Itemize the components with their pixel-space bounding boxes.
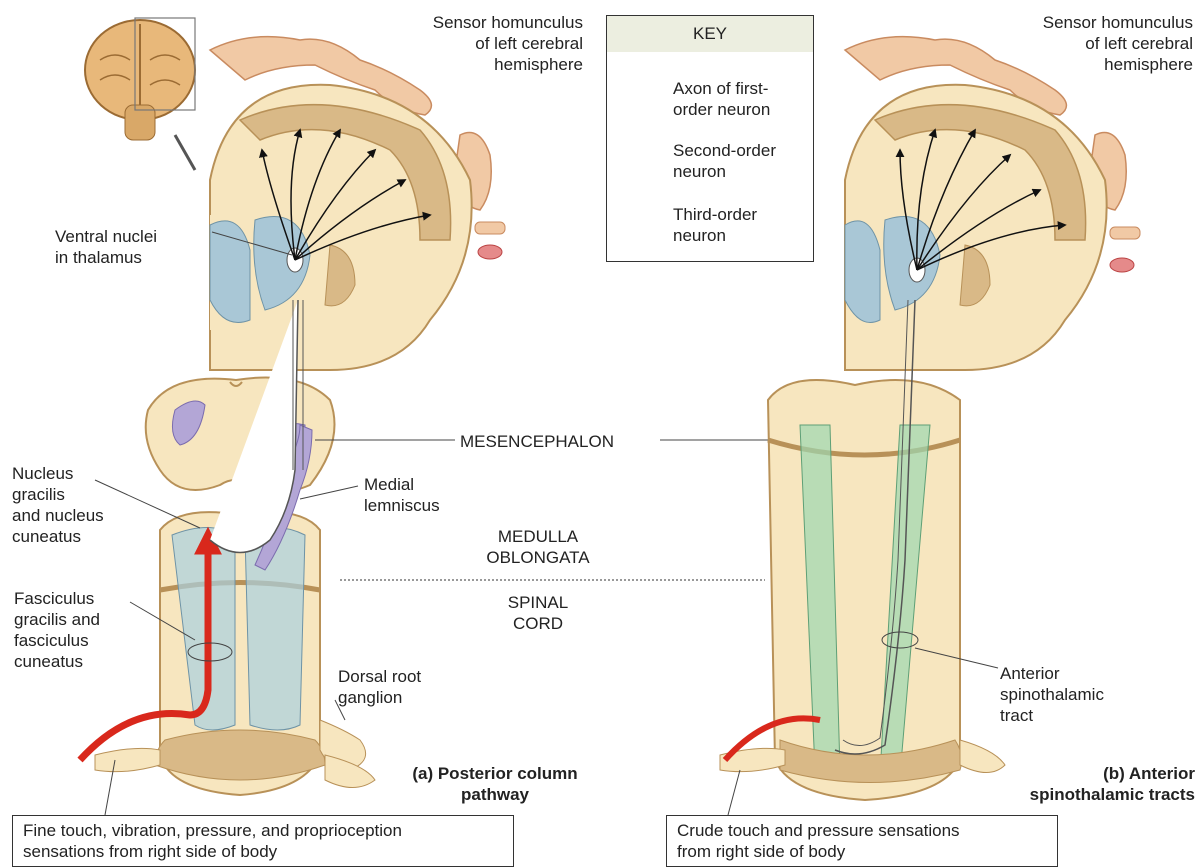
key-item-label: Third-order neuron — [673, 204, 813, 246]
key-legend: KEY Axon of first- order neuron Second-o… — [606, 15, 814, 262]
panel-a-title: (a) Posterior column pathway — [380, 763, 610, 805]
key-title: KEY — [607, 16, 813, 52]
label-medial-lemniscus: Medial lemniscus — [364, 474, 440, 516]
label-medulla-oblongata: MEDULLA OBLONGATA — [478, 526, 598, 568]
label-ventral-nuclei: Ventral nuclei in thalamus — [55, 226, 157, 268]
label-nucleus-gracilis: Nucleus gracilis and nucleus cuneatus — [12, 463, 104, 547]
label-homunculus-right: Sensor homunculus of left cerebral hemis… — [968, 12, 1193, 75]
label-dorsal-root-ganglion: Dorsal root ganglion — [338, 666, 421, 708]
label-anterior-spinothalamic-tract: Anterior spinothalamic tract — [1000, 663, 1104, 726]
key-item-label: Second-order neuron — [673, 140, 813, 182]
cerebral-section-right — [845, 85, 1107, 370]
caption-right: Crude touch and pressure sensations from… — [666, 815, 1058, 867]
panel-b-title: (b) Anterior spinothalamic tracts — [990, 763, 1195, 805]
brain-thumbnail — [85, 18, 195, 170]
spinal-column-right — [720, 380, 1005, 800]
cerebral-section-left — [210, 85, 472, 370]
label-fasciculus: Fasciculus gracilis and fasciculus cunea… — [14, 588, 100, 672]
label-spinal-cord: SPINAL CORD — [478, 592, 598, 634]
caption-left: Fine touch, vibration, pressure, and pro… — [12, 815, 514, 867]
key-item-label: Axon of first- order neuron — [673, 78, 813, 120]
label-mesencephalon: MESENCEPHALON — [460, 431, 614, 452]
label-homunculus-left: Sensor homunculus of left cerebral hemis… — [355, 12, 583, 75]
medulla-spinal-cord-left — [95, 512, 375, 795]
